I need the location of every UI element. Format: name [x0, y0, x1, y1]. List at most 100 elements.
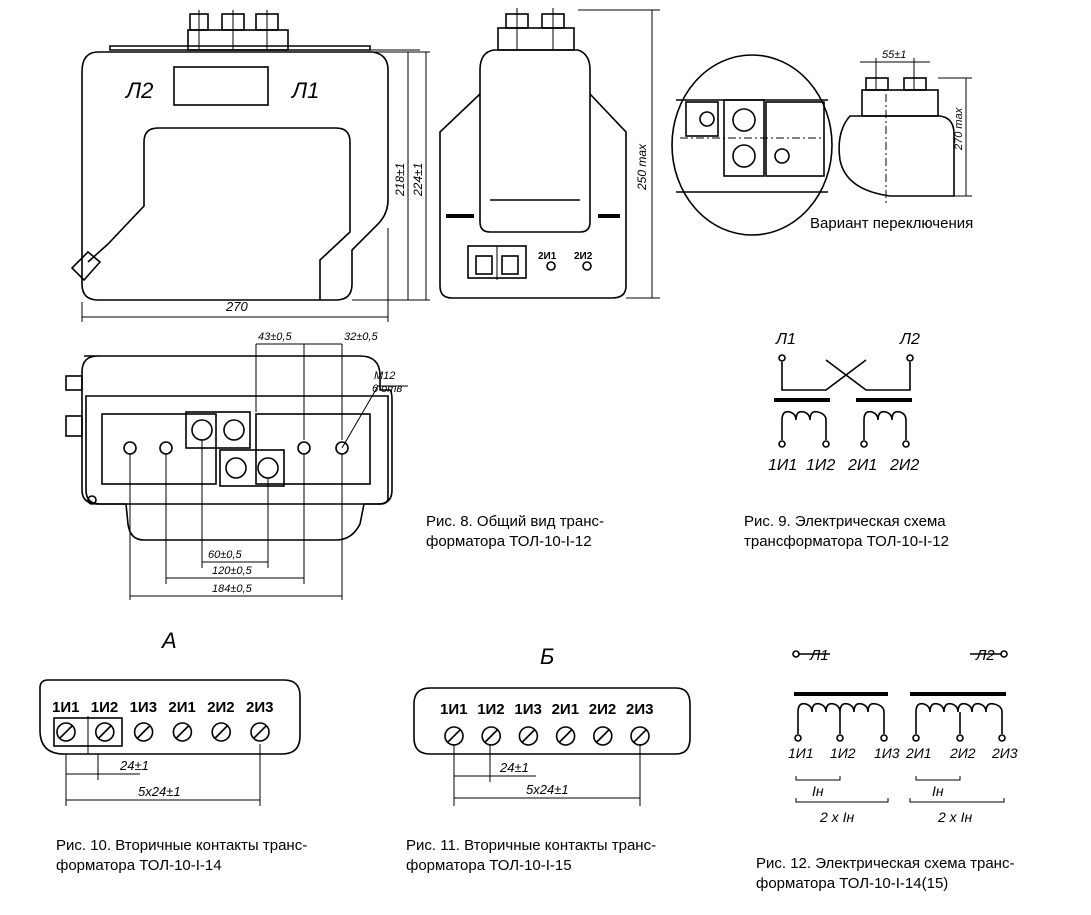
fig11-dim-24: 24±1: [499, 760, 529, 775]
fig10-view-label: А: [160, 628, 177, 653]
fig10-screw-slot: [253, 725, 267, 739]
fig11-terminal-screw: [592, 726, 613, 746]
fig8-caption: Рис. 8. Общий вид транс- форматора ТОЛ-1…: [426, 512, 604, 552]
fig9-caption-line2: трансформатора ТОЛ-10-I-12: [744, 533, 949, 550]
fig11-terminal-label: 2И1: [552, 701, 579, 718]
fig8-top-view: 43±0,5 32±0,5 М12 6 отв 60±0,5 120±0,5 1…: [65, 331, 408, 600]
fig10-screw-slot: [175, 725, 189, 739]
fig11-screw-slot: [633, 729, 647, 743]
fig11-terminal-label: 1И3: [514, 701, 541, 718]
fig10-contacts: А 24±1 5х24±1 1И1 1И2 1И3 2И1 2И2 2И3: [39, 628, 301, 806]
fig11-screw-slot: [596, 729, 610, 743]
terminal-2i2: 2И2: [574, 251, 593, 262]
fig8-side-view: 2И1 2И2 250 max: [439, 8, 660, 299]
fig8-front-view: Л2 Л1 270 218±1 224±1: [70, 10, 430, 322]
fig8-caption-line2: форматора ТОЛ-10-I-12: [426, 533, 592, 550]
label-l2: Л2: [124, 78, 153, 103]
fig11-terminal-label: 1И1: [440, 701, 467, 718]
fig9-2i1: 2И1: [847, 457, 877, 474]
fig9-2i2: 2И2: [889, 457, 919, 474]
fig11-contacts: Б 24±1 5х24±1 1И1 1И2 1И3 2И1 2И2 2И3: [413, 644, 691, 806]
fig10-dim-24: 24±1: [119, 758, 149, 773]
variant-detail: 55±1 270 max Вариант переключения: [671, 49, 973, 236]
dim-224: 224±1: [411, 163, 425, 197]
fig10-terminal-label: 2И1: [168, 699, 195, 716]
dim-55: 55±1: [882, 49, 906, 61]
label-l1: Л1: [290, 78, 319, 103]
fig9-caption: Рис. 9. Электрическая схема трансформато…: [744, 512, 949, 552]
fig9-scheme: Л1 Л2 1И1 1И2 2И1 2И2: [768, 331, 920, 474]
fig11-terminal-screw: [481, 726, 502, 746]
dim-width: 270: [225, 299, 248, 314]
terminal-2i1: 2И1: [538, 251, 557, 262]
fig12-terminal-label: 1И2: [830, 745, 856, 761]
fig11-caption: Рис. 11. Вторичные контакты транс- форма…: [406, 836, 656, 876]
fig9-l2: Л2: [899, 331, 920, 348]
fig10-screw-slot: [98, 725, 112, 739]
fig11-screw-slot: [447, 729, 461, 743]
thread-size: М12: [374, 370, 395, 382]
fig9-1i2: 1И2: [806, 457, 835, 474]
fig11-terminal-screw: [555, 726, 576, 746]
fig11-caption-line2: форматора ТОЛ-10-I-15: [406, 857, 572, 874]
fig11-view-label: Б: [540, 644, 554, 669]
fig10-terminal-screw: [56, 722, 76, 742]
top-terminals: [187, 10, 289, 51]
fig10-terminal-label: 1И3: [130, 699, 157, 716]
fig10-terminal-label: 2И3: [246, 699, 273, 716]
dim-270-max: 270 max: [953, 107, 965, 151]
fig10-terminal-screw: [250, 722, 270, 742]
fig12-terminal-label: 1И3: [874, 745, 900, 761]
fig11-terminal-screw: [630, 726, 650, 746]
nameplate: [173, 66, 269, 106]
dim-43: 43±0,5: [258, 331, 292, 343]
fig9-caption-line1: Рис. 9. Электрическая схема: [744, 513, 946, 530]
fig10-terminal-screw: [95, 722, 115, 742]
fig11-terminal-label: 2И3: [626, 701, 653, 718]
fig10-terminal-screw: [211, 722, 231, 742]
fig12-in-2: Iн: [932, 783, 944, 799]
fig11-screw-slot: [484, 729, 498, 743]
fig10-screw-slot: [59, 725, 73, 739]
fig12-l1: Л1: [809, 647, 829, 664]
fig11-terminal-screw: [444, 726, 464, 746]
fig11-dim-5x24: 5х24±1: [526, 782, 569, 797]
fig11-terminal-label: 1И2: [477, 701, 504, 718]
fig10-caption-line2: форматора ТОЛ-10-I-14: [56, 857, 222, 874]
fig12-terminal-label: 2И2: [949, 745, 976, 761]
dim-184: 184±0,5: [212, 583, 253, 595]
fig10-terminal-label: 2И2: [207, 699, 234, 716]
fig10-terminal-screw: [172, 722, 193, 742]
fig10-dim-5x24: 5х24±1: [138, 784, 181, 799]
fig10-terminal-label: 1И2: [91, 699, 118, 716]
fig12-double-1: 2 х Iн: [819, 809, 854, 825]
fig8-caption-line1: Рис. 8. Общий вид транс-: [426, 513, 605, 530]
dim-32: 32±0,5: [344, 331, 378, 343]
fig11-caption-line1: Рис. 11. Вторичные контакты транс-: [406, 837, 657, 854]
fig9-l1: Л1: [775, 331, 796, 348]
dim-218: 218±1: [393, 163, 407, 197]
fig11-terminal-label: 2И2: [589, 701, 616, 718]
fig12-terminal-label: 2И1: [905, 745, 932, 761]
fig12-caption-line1: Рис. 12. Электрическая схема транс-: [756, 855, 1015, 872]
fig12-in-1: Iн: [812, 783, 824, 799]
fig12-double-2: 2 х Iн: [937, 809, 972, 825]
fig10-caption-line1: Рис. 10. Вторичные контакты транс-: [56, 837, 308, 854]
fig12-caption-line2: форматора ТОЛ-10-I-14(15): [756, 875, 949, 892]
variant-caption: Вариант переключения: [810, 215, 973, 232]
fig12-l2: Л2: [975, 647, 995, 664]
fig10-screw-slot: [214, 725, 228, 739]
fig12-terminal-label: 2И3: [991, 745, 1018, 761]
fig10-caption: Рис. 10. Вторичные контакты транс- форма…: [56, 836, 307, 876]
fig10-terminal-label: 1И1: [52, 699, 79, 716]
front-body-outline: [81, 51, 389, 301]
fig10-screw-slot: [137, 725, 151, 739]
fig11-screw-slot: [521, 729, 535, 743]
fig10-terminal-screw: [133, 722, 154, 742]
dim-250: 250 max: [635, 143, 649, 191]
fig12-caption: Рис. 12. Электрическая схема транс- форм…: [756, 854, 1014, 894]
dim-60: 60±0,5: [208, 549, 242, 561]
thread-qty: 6 отв: [372, 383, 402, 395]
